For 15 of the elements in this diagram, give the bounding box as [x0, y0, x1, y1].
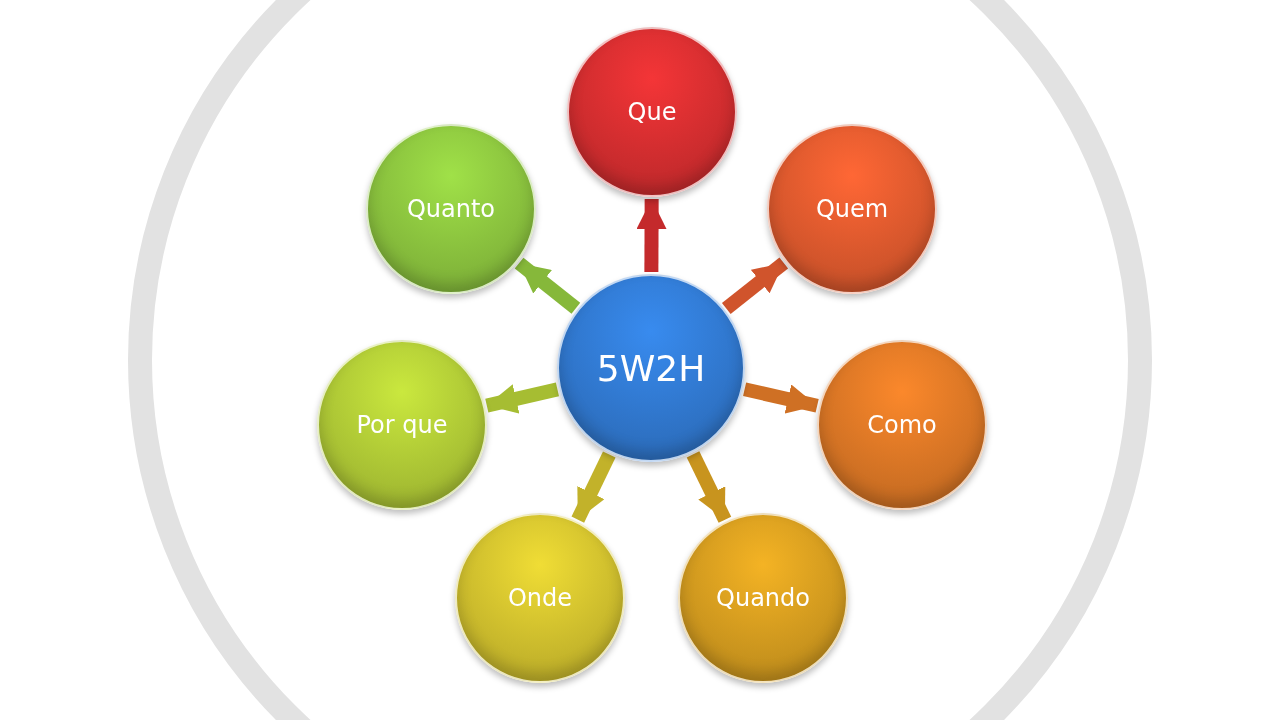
node-label: Como — [867, 411, 937, 439]
arrow — [571, 451, 616, 523]
arrow — [514, 257, 581, 314]
node-label: Que — [627, 98, 677, 126]
node-label: Quem — [815, 195, 889, 223]
node-label: Onde — [507, 584, 573, 612]
node-label: Quanto — [406, 195, 496, 223]
arrow — [721, 257, 789, 314]
arrow — [636, 198, 667, 273]
arrow — [686, 451, 732, 523]
node-label: Por que — [356, 411, 448, 439]
node-label: 5W2H — [596, 347, 706, 389]
node-label: Quando — [716, 584, 810, 612]
arrow — [743, 382, 819, 414]
arrow — [485, 382, 559, 414]
